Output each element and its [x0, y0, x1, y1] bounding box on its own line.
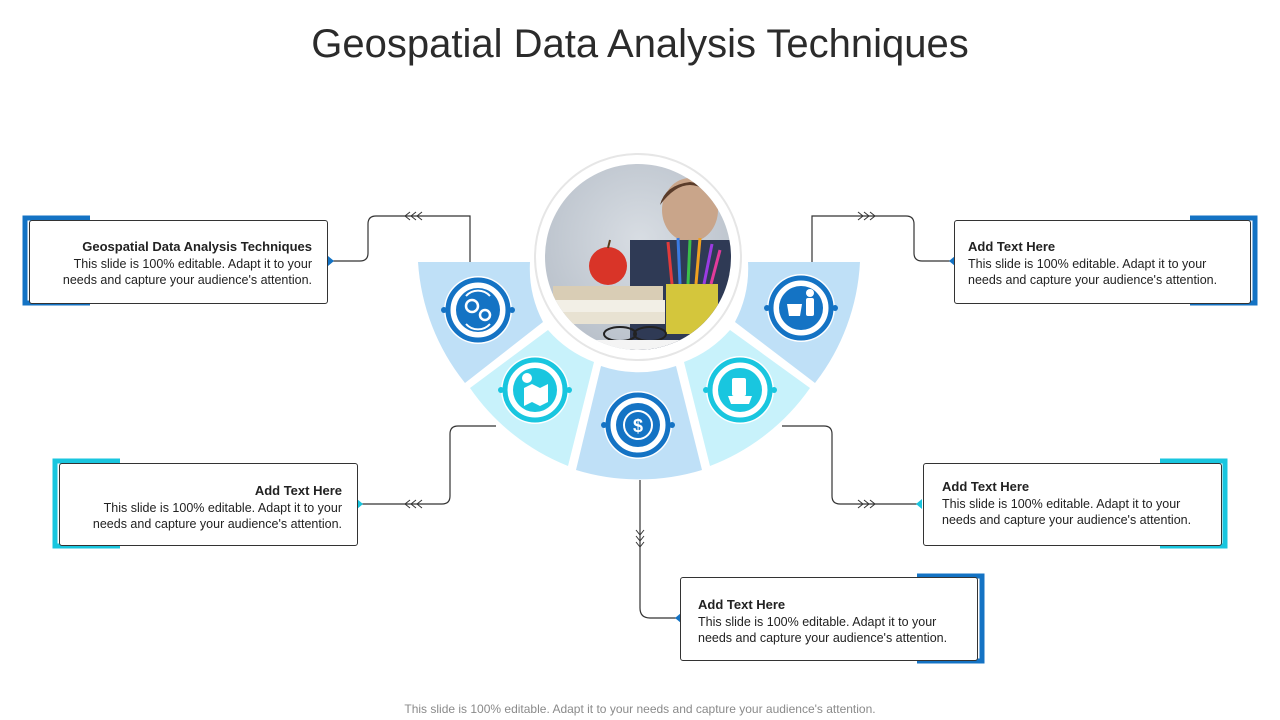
text-box-3: Add Text Here This slide is 100% editabl… [680, 577, 978, 661]
slide-title: Geospatial Data Analysis Techniques [311, 22, 969, 66]
box-heading: Add Text Here [698, 597, 786, 612]
box-heading: Add Text Here [254, 483, 342, 498]
arrow-chevrons [404, 211, 876, 548]
connector-5 [811, 215, 950, 262]
map-location-icon [498, 356, 572, 424]
box-text: This slide is 100% editable. Adapt it to… [698, 615, 948, 645]
chevron-right-icon [857, 499, 876, 509]
connector-4 [782, 425, 918, 505]
gears-cycle-icon [441, 276, 515, 344]
box-markers [328, 256, 955, 623]
text-box-5: Add Text Here This slide is 100% editabl… [954, 220, 1251, 304]
person-cart-icon [764, 274, 838, 342]
box-heading: Add Text Here [968, 239, 1056, 254]
connector-3 [639, 480, 678, 619]
connector-lines [330, 215, 950, 619]
chevron-left-icon [404, 499, 423, 509]
chevron-left-icon [404, 211, 423, 221]
connector-1 [330, 215, 471, 262]
chevron-down-icon [635, 529, 645, 548]
text-box-2: Add Text Here This slide is 100% editabl… [59, 463, 358, 546]
shopping-tag-cart-icon [703, 356, 777, 424]
box-text: This slide is 100% editable. Adapt it to… [942, 497, 1192, 527]
box-heading: Geospatial Data Analysis Techniques [82, 239, 312, 254]
box-text: This slide is 100% editable. Adapt it to… [92, 501, 342, 531]
footer-note: This slide is 100% editable. Adapt it to… [404, 702, 876, 716]
box-heading: Add Text Here [942, 479, 1030, 494]
icon-circles: $ [441, 274, 838, 459]
dollar-globe-icon: $ [601, 391, 675, 459]
chevron-right-icon [857, 211, 876, 221]
text-box-1: Geospatial Data Analysis Techniques This… [29, 220, 328, 304]
box-text: This slide is 100% editable. Adapt it to… [968, 257, 1218, 287]
connector-2 [360, 425, 496, 505]
box-text: This slide is 100% editable. Adapt it to… [62, 257, 312, 287]
text-box-4: Add Text Here This slide is 100% editabl… [923, 463, 1222, 546]
center-photo [534, 153, 742, 361]
svg-text:$: $ [633, 416, 643, 436]
